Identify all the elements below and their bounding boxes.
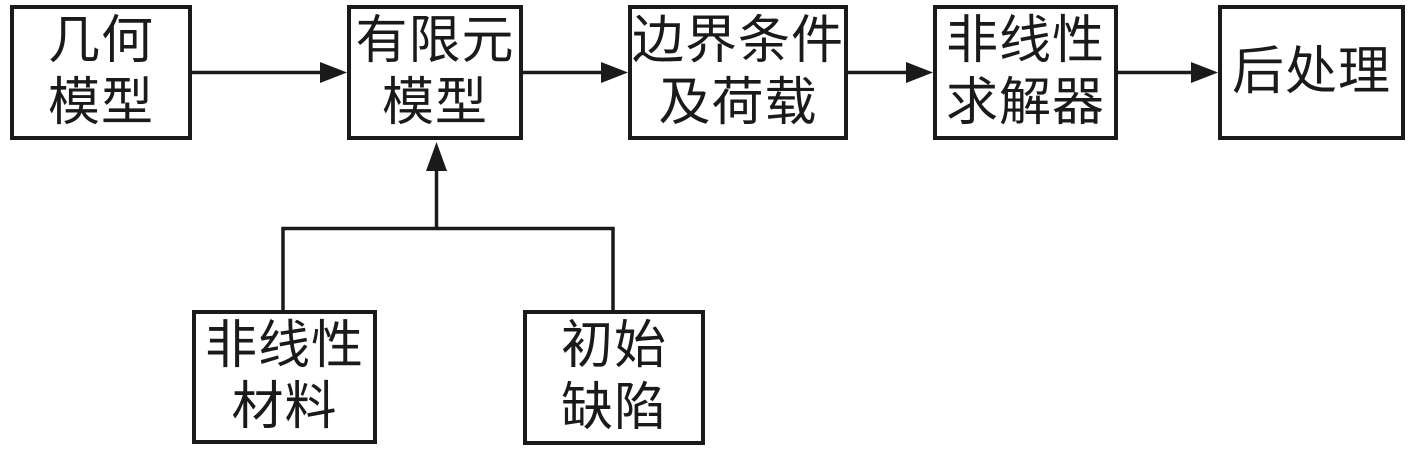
- node-geometry-model: 几何 模型: [10, 5, 192, 140]
- edge-inputs-to-fem: [281, 142, 615, 312]
- node-boundary-loads-label: 边界条件 及荷载: [632, 13, 845, 132]
- node-boundary-loads: 边界条件 及荷载: [628, 5, 848, 140]
- edge-fem-to-boundary: [521, 62, 628, 83]
- node-nonlinear-material: 非线性 材料: [192, 310, 377, 444]
- edge-boundary-to-solver: [846, 62, 933, 83]
- node-geometry-model-label: 几何 模型: [47, 13, 154, 132]
- edge-solver-to-post: [1116, 62, 1218, 83]
- node-fem-model: 有限元 模型: [347, 5, 523, 140]
- node-fem-model-label: 有限元 模型: [355, 13, 515, 132]
- node-post-processing: 后处理: [1218, 5, 1405, 140]
- node-nonlinear-solver: 非线性 求解器: [933, 5, 1118, 140]
- node-initial-imperfection-label: 初始 缺陷: [560, 318, 667, 437]
- edge-geometry-to-fem: [190, 62, 347, 83]
- node-post-processing-label: 后处理: [1231, 43, 1391, 101]
- node-initial-imperfection: 初始 缺陷: [523, 310, 705, 445]
- node-nonlinear-solver-label: 非线性 求解器: [945, 13, 1105, 132]
- node-nonlinear-material-label: 非线性 材料: [204, 317, 364, 436]
